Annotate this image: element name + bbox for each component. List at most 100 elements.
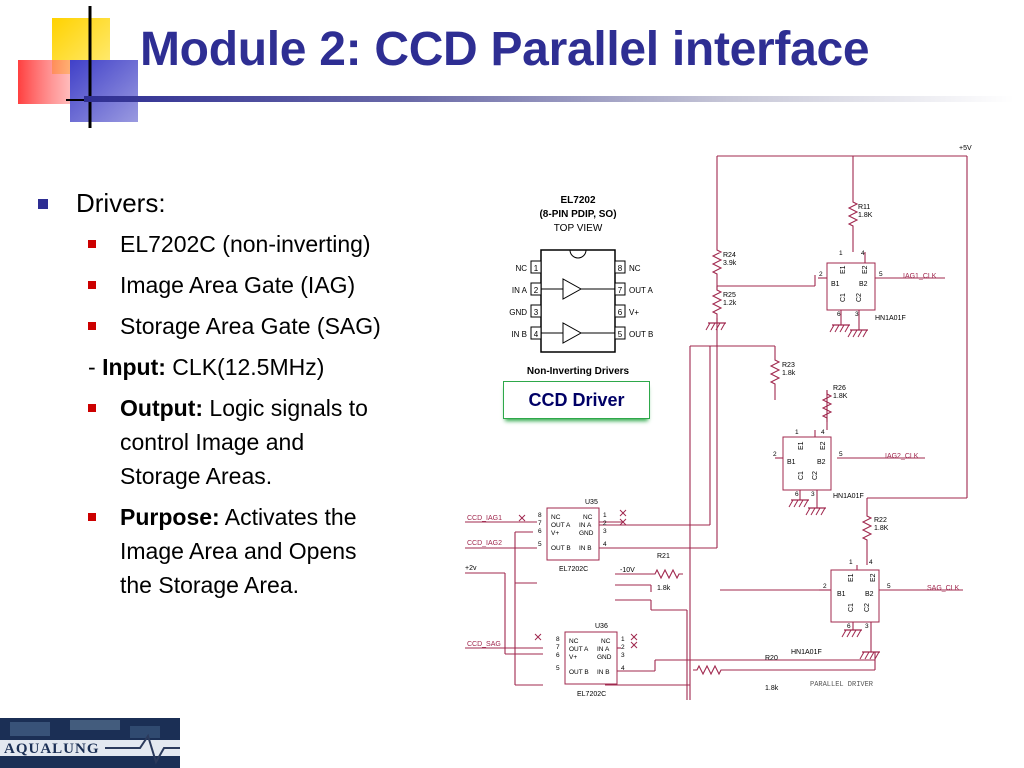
ground-symbol <box>847 329 869 338</box>
svg-text:HN1A01F: HN1A01F <box>875 315 906 322</box>
svg-text:8: 8 <box>618 264 623 273</box>
transistor-q3: B1 B2 E1 E2 C1 C2 <box>830 569 880 623</box>
svg-text:1.8K: 1.8K <box>874 525 889 532</box>
svg-text:E1: E1 <box>798 441 805 450</box>
svg-text:4: 4 <box>821 429 825 436</box>
transistor-q2: B1 B2 E1 E2 C1 C2 HN1A01F <box>782 436 864 500</box>
svg-text:3.9k: 3.9k <box>723 260 737 267</box>
schematic-labels: +5V R11 1.8K R24 3.9k R25 1.2k R23 1.8k … <box>465 145 972 692</box>
svg-text:IAG1_CLK: IAG1_CLK <box>903 273 937 280</box>
ground-symbol <box>788 499 810 508</box>
bullet-square-icon <box>38 199 48 209</box>
decorative-corner-graphic <box>18 6 140 128</box>
svg-text:GND: GND <box>509 308 527 317</box>
svg-text:GND: GND <box>579 530 594 537</box>
ground-symbol <box>859 651 881 660</box>
svg-text:IN A: IN A <box>579 522 592 529</box>
svg-text:E2: E2 <box>820 441 827 450</box>
resistor-r21 <box>650 569 684 579</box>
svg-text:6: 6 <box>618 308 623 317</box>
svg-text:8: 8 <box>556 636 560 643</box>
svg-text:1: 1 <box>603 512 607 519</box>
svg-text:B2: B2 <box>817 459 826 466</box>
svg-text:IN B: IN B <box>511 330 527 339</box>
svg-text:5: 5 <box>538 541 542 548</box>
bullet-square-icon <box>88 513 96 521</box>
svg-text:R23: R23 <box>782 362 795 369</box>
resistor-r11 <box>848 197 858 231</box>
svg-text:1.8k: 1.8k <box>657 585 671 592</box>
no-connect-marks <box>518 509 638 649</box>
bullet-purpose: Purpose: Activates the Image Area and Op… <box>36 500 456 602</box>
svg-text:2: 2 <box>819 271 823 278</box>
svg-text:NC: NC <box>601 638 611 645</box>
svg-text:4: 4 <box>603 541 607 548</box>
svg-text:HN1A01F: HN1A01F <box>791 649 822 656</box>
pinout-part: EL7202 <box>560 195 595 206</box>
svg-text:OUT A: OUT A <box>569 646 589 653</box>
svg-text:B2: B2 <box>859 281 868 288</box>
svg-text:OUT B: OUT B <box>551 545 571 552</box>
svg-text:CCD_SAG: CCD_SAG <box>467 641 501 648</box>
svg-text:B1: B1 <box>787 459 796 466</box>
bullet-list: Drivers: EL7202C (non-inverting) Image A… <box>36 186 456 602</box>
svg-text:NC: NC <box>629 264 641 273</box>
svg-text:C2: C2 <box>856 293 863 302</box>
svg-text:OUT B: OUT B <box>569 669 589 676</box>
svg-text:6: 6 <box>837 311 841 318</box>
svg-text:NC: NC <box>569 638 579 645</box>
svg-text:E2: E2 <box>862 265 869 274</box>
svg-text:1: 1 <box>534 264 539 273</box>
pinout-view: TOP VIEW <box>554 223 603 234</box>
svg-text:OUT A: OUT A <box>551 522 571 529</box>
bullet-drivers: Drivers: <box>36 186 456 220</box>
svg-text:1.8k: 1.8k <box>782 370 796 377</box>
svg-text:E1: E1 <box>840 265 847 274</box>
svg-text:-10V: -10V <box>620 567 635 574</box>
svg-text:IN A: IN A <box>597 646 610 653</box>
svg-text:E2: E2 <box>870 573 877 582</box>
bullet-sag: Storage Area Gate (SAG) <box>36 309 456 343</box>
svg-text:2: 2 <box>773 451 777 458</box>
svg-text:NC: NC <box>583 514 593 521</box>
svg-text:1: 1 <box>621 636 625 643</box>
buffer-symbols <box>541 278 615 344</box>
svg-text:5: 5 <box>618 330 623 339</box>
svg-text:NC: NC <box>515 264 527 273</box>
svg-text:IN B: IN B <box>597 669 610 676</box>
svg-text:V+: V+ <box>629 308 639 317</box>
svg-text:C1: C1 <box>840 293 847 302</box>
ccd-driver-label: CCD Driver <box>504 382 649 418</box>
aqualung-logo-graphic: AQUALUNG <box>0 718 180 768</box>
svg-text:NC: NC <box>551 514 561 521</box>
ground-symbol <box>805 507 827 516</box>
svg-text:C1: C1 <box>798 471 805 480</box>
svg-text:3: 3 <box>534 308 539 317</box>
svg-text:4: 4 <box>869 559 873 566</box>
ic-u36: NC NC OUT A IN A V+ GND OUT B IN B U36 E… <box>564 623 618 698</box>
slide-title: Module 2: CCD Parallel interface <box>140 23 870 76</box>
bullet-square-icon <box>88 322 96 330</box>
svg-text:7: 7 <box>538 520 542 527</box>
driver-schematic: EL7202 (8-PIN PDIP, SO) TOP VIEW 1NC 2IN… <box>465 145 972 700</box>
pinout-package: (8-PIN PDIP, SO) <box>539 209 616 220</box>
svg-text:4: 4 <box>861 250 865 257</box>
svg-text:V+: V+ <box>551 530 559 537</box>
resistor-r20 <box>692 665 726 675</box>
bullet-square-icon <box>88 404 96 412</box>
svg-text:GND: GND <box>597 654 612 661</box>
pinout-block: EL7202 (8-PIN PDIP, SO) TOP VIEW 1 NC 2IN… <box>509 195 653 377</box>
svg-text:2: 2 <box>534 286 539 295</box>
svg-text:U36: U36 <box>595 623 608 630</box>
svg-text:B1: B1 <box>837 591 846 598</box>
svg-text:1.8K: 1.8K <box>833 393 848 400</box>
svg-text:B2: B2 <box>865 591 874 598</box>
svg-text:IN B: IN B <box>579 545 592 552</box>
logo-text: AQUALUNG <box>4 741 100 757</box>
svg-text:PARALLEL DRIVER: PARALLEL DRIVER <box>810 681 874 689</box>
title-rule <box>84 96 1014 102</box>
svg-text:3: 3 <box>621 652 625 659</box>
svg-text:C2: C2 <box>864 603 871 612</box>
